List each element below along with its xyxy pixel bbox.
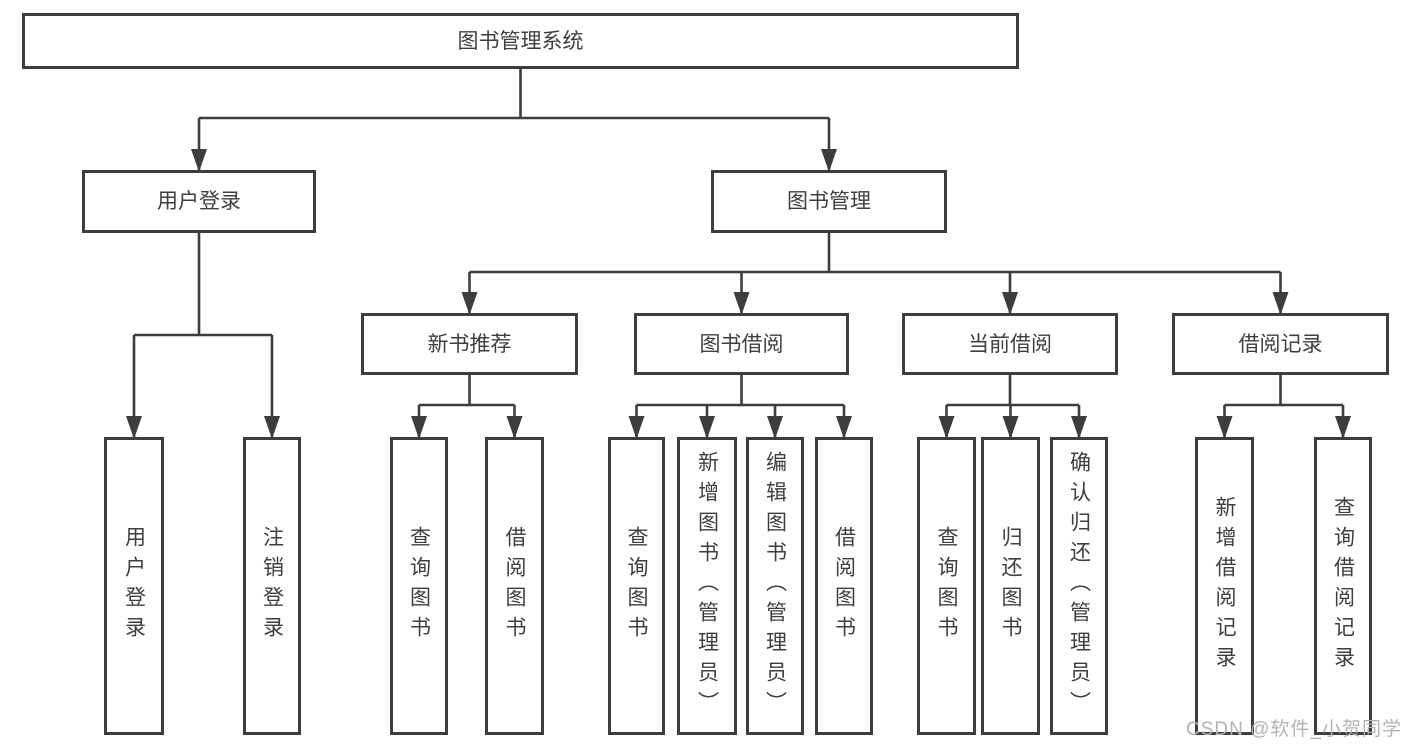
node-library-management-system: 图书管理系统 xyxy=(22,13,1019,69)
node-borrowing-records: 借阅记录 xyxy=(1172,313,1389,375)
leaf-return-book: 归还图书 xyxy=(981,437,1040,735)
leaf-query-books-borrow: 查询图书 xyxy=(608,437,665,735)
node-user-login: 用户登录 xyxy=(82,170,316,233)
csdn-watermark: CSDN @软件_小贺同学 xyxy=(1186,719,1402,740)
node-book-borrowing: 图书借阅 xyxy=(634,313,849,375)
leaf-edit-book-admin: 编辑图书（管理员） xyxy=(746,437,804,735)
leaf-borrow-books: 借阅图书 xyxy=(815,437,873,735)
leaf-logout: 注销登录 xyxy=(243,437,301,735)
node-new-book-recommendation: 新书推荐 xyxy=(361,313,578,375)
leaf-query-books-current: 查询图书 xyxy=(917,437,976,735)
node-current-borrowing: 当前借阅 xyxy=(902,313,1118,375)
leaf-query-borrow-record: 查询借阅记录 xyxy=(1314,437,1372,735)
leaf-borrow-books-recommend: 借阅图书 xyxy=(485,437,544,735)
leaf-add-book-admin: 新增图书（管理员） xyxy=(677,437,737,735)
leaf-confirm-return-admin: 确认归还（管理员） xyxy=(1050,437,1108,735)
leaf-add-borrow-record: 新增借阅记录 xyxy=(1195,437,1254,735)
leaf-user-login: 用户登录 xyxy=(104,437,164,735)
leaf-query-books-recommend: 查询图书 xyxy=(390,437,448,735)
node-book-management: 图书管理 xyxy=(711,170,947,233)
